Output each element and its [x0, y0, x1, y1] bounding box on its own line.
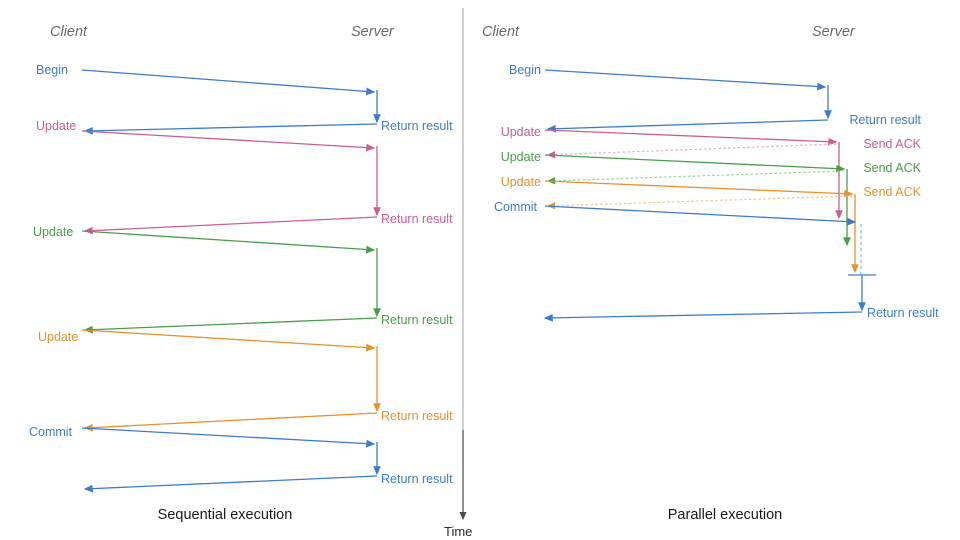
right-client-label-update-2: Update	[500, 150, 541, 164]
pflow-begin-response	[546, 119, 829, 133]
left-server-label-return-5: Return result	[381, 472, 453, 486]
pflow-update2-request	[544, 154, 846, 173]
left-panel-caption: Sequential execution	[157, 507, 293, 523]
right-panel-flows	[543, 69, 876, 322]
left-client-label-commit: Commit	[29, 425, 73, 439]
pflow-update1-ack	[546, 143, 837, 159]
pflow-begin-request	[544, 69, 827, 91]
left-client-label-update-2: Update	[33, 225, 74, 239]
pflow-commit-response	[543, 311, 863, 322]
right-client-label-commit: Commit	[493, 200, 537, 214]
left-server-label-return-4: Return result	[381, 409, 453, 423]
left-lane-header-server: Server	[351, 24, 394, 40]
flow-update1-request	[81, 130, 376, 152]
pflow-update1-request	[544, 129, 838, 146]
left-server-label-return-2: Return result	[381, 212, 453, 226]
flow-begin-request	[81, 69, 376, 96]
pflow-update3-request	[544, 180, 854, 198]
flow-commit-response	[83, 475, 378, 493]
right-server-label-return-2: Return result	[867, 306, 939, 320]
flow-update3-response	[83, 412, 378, 432]
flow-update1-response	[83, 216, 378, 235]
time-axis-label: Time	[444, 524, 473, 539]
left-client-label-update-1: Update	[36, 119, 77, 133]
right-lane-header-server: Server	[812, 24, 855, 40]
flow-update2-request	[81, 230, 376, 254]
right-lane-header-client: Client	[482, 24, 520, 40]
flow-update3-request	[81, 329, 376, 352]
left-client-label-begin: Begin	[36, 63, 68, 77]
flow-begin-response	[83, 123, 378, 135]
flow-commit-request	[81, 427, 376, 448]
left-client-label-update-3: Update	[38, 330, 79, 344]
right-client-label-update-3: Update	[500, 175, 541, 189]
left-lane-header-client: Client	[50, 24, 88, 40]
right-client-label-update-1: Update	[500, 125, 541, 139]
right-server-label-return-1: Return result	[849, 113, 921, 127]
left-server-label-return-1: Return result	[381, 119, 453, 133]
pflow-update2-ack	[546, 170, 845, 185]
right-server-label-ack-3: Send ACK	[863, 185, 921, 199]
right-client-label-begin: Begin	[509, 63, 541, 77]
right-panel-caption: Parallel execution	[667, 507, 783, 523]
flow-update2-response	[83, 317, 378, 334]
pflow-commit-request	[544, 205, 857, 226]
left-server-label-return-3: Return result	[381, 313, 453, 327]
left-panel-flows	[81, 69, 381, 493]
right-server-label-ack-2: Send ACK	[863, 161, 921, 175]
right-server-label-ack-1: Send ACK	[863, 137, 921, 151]
